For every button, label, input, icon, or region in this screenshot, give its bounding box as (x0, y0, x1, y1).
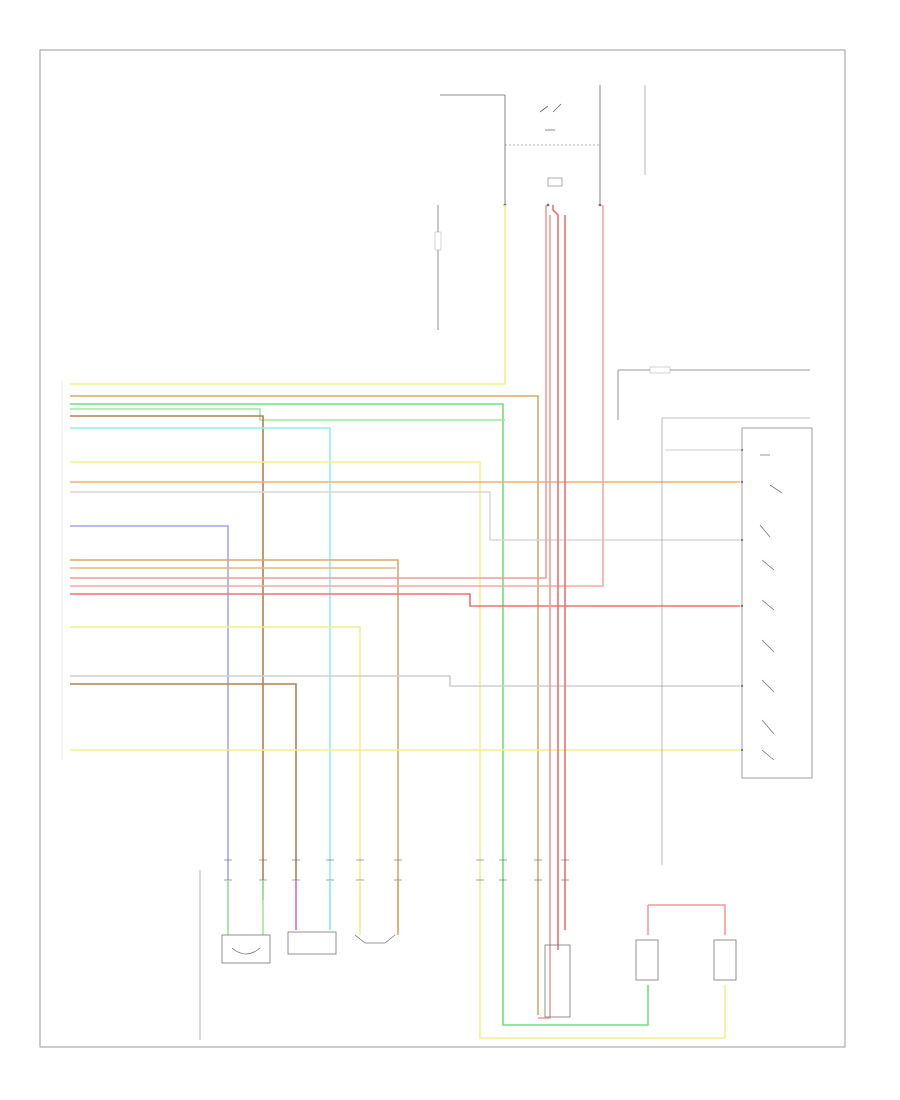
lower-wire-segments (227, 880, 399, 935)
ground-reference-left (434, 205, 442, 330)
shift-solenoid-a (635, 939, 659, 981)
pressure-control-solenoid (287, 931, 337, 955)
transmission-fluid-temp-sensor (221, 934, 271, 964)
diagram-frame (39, 49, 846, 1048)
data-link-right (617, 366, 810, 420)
output-speed-sensor (354, 934, 396, 944)
torque-converter-clutch-solenoid (544, 944, 571, 1018)
shift-solenoid-b (713, 939, 737, 981)
harness-wires (70, 205, 740, 1039)
transmission-control-switch (661, 417, 813, 865)
hot-in-run-switch-block (440, 85, 646, 207)
connector-ticks (224, 859, 569, 881)
